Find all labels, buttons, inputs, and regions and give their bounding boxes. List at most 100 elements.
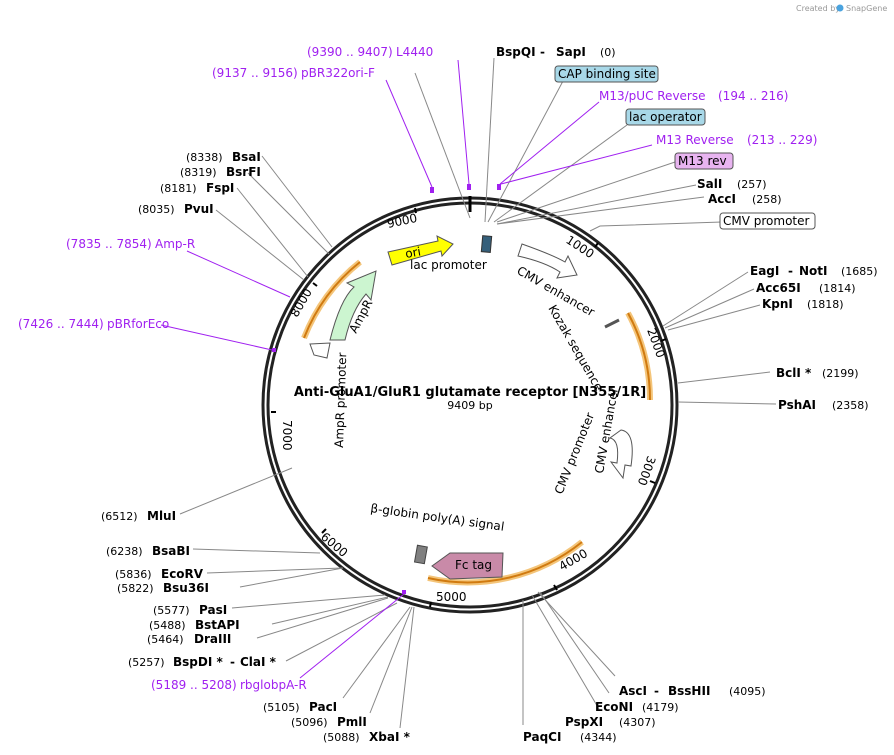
cmv-enhancer-feature[interactable] xyxy=(517,243,578,279)
svg-text:(5105): (5105) xyxy=(263,701,300,714)
svg-text:DraIII: DraIII xyxy=(194,632,231,646)
svg-text:EcoRV: EcoRV xyxy=(161,567,204,581)
kozak-label: Kozak sequence xyxy=(545,303,606,394)
ori-label: ori xyxy=(404,244,422,260)
snapgene-logo-icon xyxy=(836,4,844,12)
lac-operator-label: lac operator xyxy=(629,110,702,124)
svg-text:(1814): (1814) xyxy=(819,282,856,295)
svg-text:-: - xyxy=(230,655,235,669)
primer-connector-lines xyxy=(160,59,653,679)
svg-text:MluI: MluI xyxy=(147,509,176,523)
lac-operator-box[interactable] xyxy=(625,108,706,126)
lac-promoter-label: lac promoter xyxy=(410,258,487,272)
orange-arcs xyxy=(301,259,654,586)
tick-label: 5000 xyxy=(436,590,467,604)
svg-text:(213 .. 229): (213 .. 229) xyxy=(747,133,817,147)
svg-text:(2199): (2199) xyxy=(822,367,859,380)
connector-lines xyxy=(179,57,777,729)
svg-text:AscI: AscI xyxy=(619,684,647,698)
lac-promoter-feature[interactable] xyxy=(480,235,493,253)
svg-text:AccI: AccI xyxy=(708,192,736,206)
svg-text:Acc65I: Acc65I xyxy=(756,281,801,295)
svg-text:(1818): (1818) xyxy=(807,298,844,311)
svg-text:BspDI *: BspDI * xyxy=(173,655,223,669)
ampr-promoter-label: AmpR promoter xyxy=(332,352,349,448)
ampr-feature[interactable] xyxy=(329,270,377,341)
cap-binding-site-label: CAP binding site xyxy=(558,67,656,81)
fc-tag-feature[interactable] xyxy=(431,552,504,580)
svg-text:SapI: SapI xyxy=(556,45,586,59)
svg-text:PaqCI: PaqCI xyxy=(523,730,561,744)
svg-text:PvuI: PvuI xyxy=(184,202,214,216)
svg-text:(5488): (5488) xyxy=(149,619,186,632)
svg-text:Bsu36I: Bsu36I xyxy=(163,581,209,595)
svg-text:(7426 .. 7444): (7426 .. 7444) xyxy=(18,317,104,331)
svg-text:PmlI: PmlI xyxy=(337,715,367,729)
svg-text:(6238): (6238) xyxy=(106,545,143,558)
svg-text:BspQI: BspQI xyxy=(496,45,536,59)
svg-text:(9390 .. 9407): (9390 .. 9407) xyxy=(307,45,393,59)
svg-text:-: - xyxy=(654,684,659,698)
svg-text:(5836): (5836) xyxy=(115,568,152,581)
ampr-promoter-feature[interactable] xyxy=(309,342,331,359)
primer-labels: (9390 .. 9407) L4440 (9137 .. 9156) pBR3… xyxy=(18,45,817,692)
svg-text:M13 Reverse: M13 Reverse xyxy=(656,133,734,147)
svg-text:(194 .. 216): (194 .. 216) xyxy=(718,89,788,103)
svg-text:(7835 .. 7854): (7835 .. 7854) xyxy=(66,237,152,251)
cap-binding-site-box[interactable] xyxy=(554,65,659,83)
svg-text:PshAI: PshAI xyxy=(778,398,816,412)
primer-marks xyxy=(272,184,501,594)
tick-label: 7000 xyxy=(280,420,294,451)
svg-text:(5088): (5088) xyxy=(323,731,360,744)
svg-text:BsaI: BsaI xyxy=(232,150,261,164)
svg-text:PacI: PacI xyxy=(309,700,337,714)
svg-text:(5464): (5464) xyxy=(147,633,184,646)
svg-text:(5096): (5096) xyxy=(291,716,328,729)
svg-text:(5822): (5822) xyxy=(117,582,154,595)
svg-text:KpnI: KpnI xyxy=(762,297,793,311)
svg-text:(2358): (2358) xyxy=(832,399,869,412)
svg-text:(5189 .. 5208): (5189 .. 5208) xyxy=(151,678,237,692)
ori-feature[interactable] xyxy=(387,235,454,266)
svg-text:(4179): (4179) xyxy=(642,701,679,714)
svg-text:SalI: SalI xyxy=(697,177,722,191)
plasmid-name: Anti-GluA1/GluR1 glutamate receptor [N35… xyxy=(294,385,646,400)
svg-text:(8181): (8181) xyxy=(160,182,197,195)
svg-text:M13/pUC Reverse: M13/pUC Reverse xyxy=(599,89,706,103)
cmv-enhancer2-feature[interactable] xyxy=(608,429,633,480)
svg-text:(6512): (6512) xyxy=(101,510,138,523)
svg-text:(258): (258) xyxy=(752,193,782,206)
tick-marks xyxy=(271,207,667,608)
fc-tag-label: Fc tag xyxy=(455,558,492,572)
svg-text:Amp-R: Amp-R xyxy=(155,237,195,251)
svg-text:BclI *: BclI * xyxy=(776,366,812,380)
cmv-promoter-box-label: CMV promoter xyxy=(723,214,810,228)
svg-text:BsaBI: BsaBI xyxy=(152,544,190,558)
svg-text:(8338): (8338) xyxy=(186,151,223,164)
svg-text:(0): (0) xyxy=(600,46,616,59)
svg-text:(8035): (8035) xyxy=(138,203,175,216)
bglobin-label: β-globin poly(A) signal xyxy=(370,501,506,534)
plasmid-length: 9409 bp xyxy=(447,399,492,412)
svg-text:(5257): (5257) xyxy=(128,656,165,669)
svg-text:BstAPI: BstAPI xyxy=(195,618,240,632)
svg-text:(257): (257) xyxy=(737,178,767,191)
svg-text:(1685): (1685) xyxy=(841,265,878,278)
kozak-feature[interactable] xyxy=(604,318,620,329)
credit-text: Created by xyxy=(796,4,840,13)
svg-text:-: - xyxy=(540,45,545,59)
cmv-promoter-box[interactable] xyxy=(719,212,816,230)
m13-rev-label: M13 rev xyxy=(678,154,727,168)
credit-brand: SnapGene xyxy=(846,4,887,13)
svg-text:NotI: NotI xyxy=(799,264,828,278)
tick-label: 9000 xyxy=(386,211,419,231)
enzyme-labels: BspQI - SapI (0) SalI (257) AccI (258) E… xyxy=(101,45,878,744)
bglobin-feature[interactable] xyxy=(413,544,428,565)
svg-text:(8319): (8319) xyxy=(180,166,217,179)
svg-text:(9137 .. 9156): (9137 .. 9156) xyxy=(212,66,298,80)
m13-rev-box[interactable] xyxy=(674,152,734,170)
svg-text:(4344): (4344) xyxy=(580,731,617,744)
svg-text:(4307): (4307) xyxy=(619,716,656,729)
svg-text:(4095): (4095) xyxy=(729,685,766,698)
